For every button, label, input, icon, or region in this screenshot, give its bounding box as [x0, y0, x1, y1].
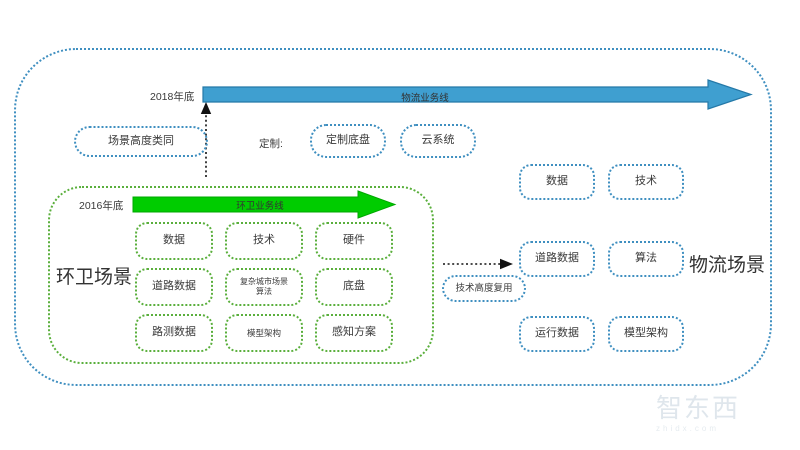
logistics-item-model-architecture-label: 模型架构 [624, 327, 668, 340]
sanitation-item-data-label: 数据 [163, 234, 185, 247]
sanitation-item-urban-algorithm-label: 复杂城市场景 [240, 277, 288, 287]
upward-dotted-arrow [200, 102, 212, 177]
watermark-cn: 智东西 [656, 394, 741, 424]
logistics-item-road-data[interactable]: 道路数据 [519, 241, 595, 277]
watermark: 智东西 zhidx.com [656, 396, 788, 444]
sanitation-scenario-container [48, 186, 434, 364]
logistics-item-operation-data[interactable]: 运行数据 [519, 316, 595, 352]
sanitation-item-urban-algorithm-label2: 算法 [256, 287, 272, 296]
customization-item-cloud-label: 云系统 [421, 134, 455, 147]
technology-reuse-arrow [443, 258, 513, 270]
sanitation-item-model-architecture[interactable]: 模型架构 [225, 314, 303, 352]
sanitation-item-model-architecture-label: 模型架构 [246, 327, 281, 338]
watermark-en: zhidx.com [656, 424, 720, 433]
logistics-item-technology-label: 技术 [635, 175, 657, 188]
technology-reuse-pill[interactable]: 技术高度复用 [442, 275, 526, 302]
sanitation-item-hardware-label: 硬件 [343, 234, 365, 247]
logistics-item-operation-data-label: 运行数据 [535, 327, 579, 340]
sanitation-business-line-arrow [132, 190, 397, 219]
logistics-item-technology[interactable]: 技术 [608, 164, 684, 200]
sanitation-item-road-test-data[interactable]: 路测数据 [135, 314, 213, 352]
sanitation-item-urban-algorithm[interactable]: 复杂城市场景 算法 [225, 268, 303, 306]
logistics-business-line-arrow [202, 79, 753, 110]
logistics-item-data-label: 数据 [546, 175, 568, 188]
sanitation-item-hardware[interactable]: 硬件 [315, 222, 393, 260]
logistics-year-label: 2018年底 [150, 91, 195, 103]
logistics-item-algorithm[interactable]: 算法 [608, 241, 684, 277]
sanitation-item-data[interactable]: 数据 [135, 222, 213, 260]
logistics-item-road-data-label: 道路数据 [535, 252, 579, 265]
logistics-business-line-label: 物流业务线 [401, 93, 449, 104]
customization-label: 定制: [259, 138, 283, 150]
sanitation-scene-label: 环卫场景 [56, 267, 133, 288]
customization-item-chassis[interactable]: 定制底盘 [310, 124, 386, 158]
sanitation-item-road-test-data-label: 路测数据 [152, 326, 196, 339]
logistics-item-algorithm-label: 算法 [635, 252, 657, 265]
technology-reuse-label: 技术高度复用 [455, 282, 513, 294]
sanitation-item-road-data-label: 道路数据 [152, 280, 196, 293]
sanitation-item-perception-solution-label: 感知方案 [332, 326, 376, 339]
sanitation-item-technology[interactable]: 技术 [225, 222, 303, 260]
logistics-item-model-architecture[interactable]: 模型架构 [608, 316, 684, 352]
sanitation-item-chassis[interactable]: 底盘 [315, 268, 393, 306]
customization-item-chassis-label: 定制底盘 [326, 134, 370, 147]
sanitation-year-label: 2016年底 [79, 200, 124, 212]
logistics-scenario-container [14, 48, 772, 386]
similarity-pill[interactable]: 场景高度类同 [74, 126, 208, 157]
logistics-scene-label: 物流场景 [689, 255, 766, 276]
sanitation-item-chassis-label: 底盘 [343, 280, 365, 293]
sanitation-item-road-data[interactable]: 道路数据 [135, 268, 213, 306]
sanitation-item-perception-solution[interactable]: 感知方案 [315, 314, 393, 352]
customization-item-cloud[interactable]: 云系统 [400, 124, 476, 158]
sanitation-item-technology-label: 技术 [253, 234, 275, 247]
logistics-item-data[interactable]: 数据 [519, 164, 595, 200]
similarity-pill-label: 场景高度类同 [108, 134, 174, 147]
sanitation-business-line-label: 环卫业务线 [236, 201, 284, 212]
